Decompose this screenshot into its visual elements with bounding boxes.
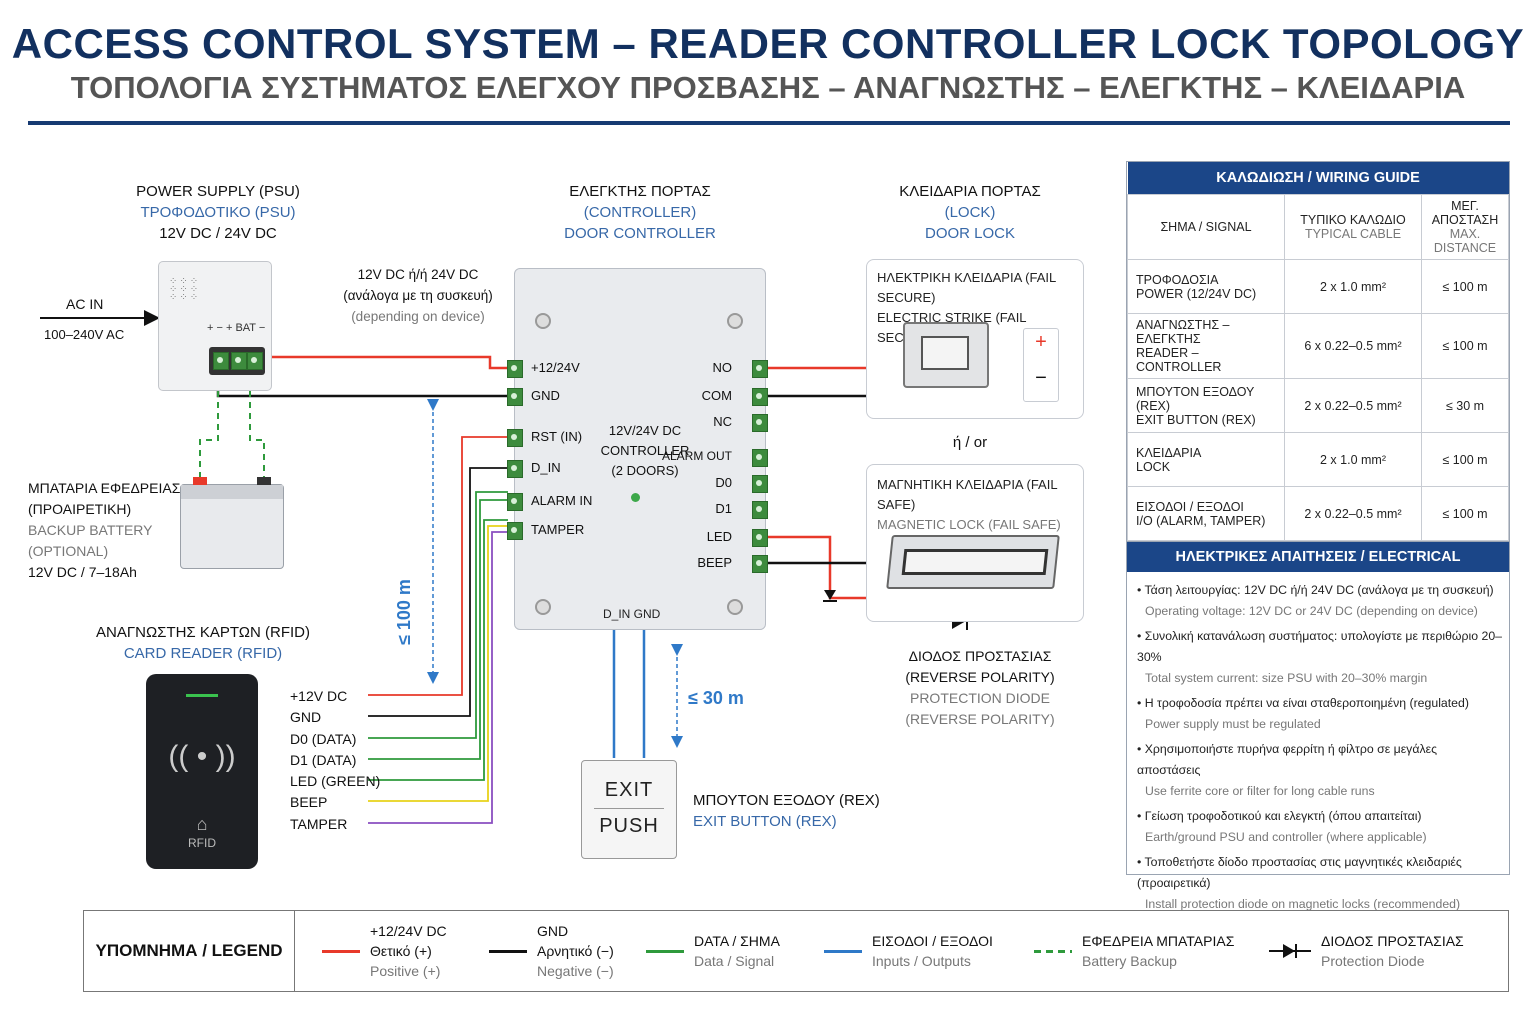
- electric-strike-icon: [903, 322, 989, 388]
- reader-led-icon: [186, 694, 218, 697]
- list-item: • Συνολική κατανάλωση συστήματος: υπολογ…: [1137, 629, 1503, 685]
- reader-wire-labels: +12V DC GND D0 (DATA) D1 (DATA) LED (GRE…: [290, 688, 381, 832]
- list-item: • Γείωση τροφοδοτικού και ελεγκτή (όπου …: [1137, 809, 1427, 844]
- exit-distance-label: ≤ 30 m: [688, 688, 744, 708]
- protection-diode-label: ΔΙΟΔΟΣ ΠΡΟΣΤΑΣΙΑΣ (REVERSE POLARITY) PRO…: [905, 648, 1055, 727]
- title-divider: [28, 121, 1510, 125]
- battery-label: ΜΠΑΤΑΡΙΑ ΕΦΕΔΡΕΙΑΣ (ΠΡΟΑΙΡΕΤΙΚΗ) BACKUP …: [28, 480, 181, 580]
- reader-distance-label: ≤ 100 m: [394, 579, 414, 645]
- battery-positive-terminal-icon: [193, 477, 207, 485]
- table-row: ΜΠΟΥΤΟΝ ΕΞΟΔΟΥ (REX)EXIT BUTTON (REX)2 x…: [1127, 378, 1509, 433]
- exit-button-label: ΜΠΟΥΤΟΝ ΕΞΟΔΟΥ (REX) EXIT BUTTON (REX): [693, 792, 880, 830]
- electric-strike-panel: ΗΛΕΚΤΡΙΚΗ ΚΛΕΙΔΑΡΙΑ (FAIL SECURE) ELECTR…: [866, 259, 1084, 419]
- power-positive-wire: [252, 355, 508, 370]
- list-item: • Τοποθετήστε δίοδο προστασίας στις μαγν…: [1137, 855, 1462, 911]
- battery-negative-terminal-icon: [257, 477, 271, 485]
- page-subtitle: ΤΟΠΟΛΟΓΙΑ ΣΥΣΤΗΜΑΤΟΣ ΕΛΕΓΧΟΥ ΠΡΟΣΒΑΣΗΣ –…: [70, 70, 1466, 105]
- magnetic-lock-icon: [886, 535, 1060, 589]
- power-supply-unit: ⁘⁘⁘⁘⁘⁘⁘⁘⁘ + − + BAT −: [158, 261, 272, 391]
- card-icon: ⌂: [196, 814, 208, 834]
- contactless-icon: (( • )): [168, 740, 236, 773]
- wiring-guide-title: ΚΑΛΩΔΙΩΣΗ / WIRING GUIDE: [1127, 162, 1509, 195]
- battery-wire-2: [249, 380, 265, 482]
- list-item: • Χρησιμοποιήστε πυρήνα φερρίτη ή φίλτρο…: [1137, 742, 1438, 798]
- battery-wire-1: [199, 380, 219, 482]
- door-controller: 12V/24V DC CONTROLLER (2 DOORS) D_IN GND: [514, 268, 766, 630]
- ac-in-label: AC IN: [66, 296, 104, 312]
- ac-range-label: 100–240V AC: [44, 327, 125, 342]
- backup-battery: [180, 477, 284, 569]
- requirements-title: ΗΛΕΚΤΡΙΚΕΣ ΑΠΑΙΤΗΣΕΙΣ / ELECTRICAL REQUI…: [1127, 542, 1509, 595]
- lock-heading: ΚΛΕΙΔΑΡΙΑ ΠΟΡΤΑΣ (LOCK) DOOR LOCK: [899, 183, 1041, 242]
- page-title: ACCESS CONTROL SYSTEM – READER CONTROLLE…: [11, 20, 1525, 67]
- magnetic-lock-panel: ΜΑΓΝΗΤΙΚΗ ΚΛΕΙΔΑΡΙΑ (FAIL SAFE) MAGNETIC…: [866, 464, 1084, 622]
- wiring-guide-table: ΚΑΛΩΔΙΩΣΗ / WIRING GUIDE ΣΗΜΑ / SIGNAL Τ…: [1126, 161, 1510, 542]
- rfid-card-reader: (( • )) ⌂ RFID: [146, 674, 258, 869]
- list-item: • Η τροφοδοσία πρέπει να είναι σταθεροπο…: [1137, 696, 1469, 731]
- power-note: 12V DC ή/ή 24V DC (ανάλογα με τη συσκευή…: [343, 267, 493, 324]
- electrical-requirements-panel: ΗΛΕΚΤΡΙΚΕΣ ΑΠΑΙΤΗΣΕΙΣ / ELECTRICAL REQUI…: [1126, 541, 1510, 911]
- lock-or-label: ή / or: [952, 434, 988, 451]
- vent-icon: ⁘⁘⁘⁘⁘⁘⁘⁘⁘: [169, 276, 201, 303]
- controller-heading: ΕΛΕΓΚΤΗΣ ΠΟΡΤΑΣ (CONTROLLER) DOOR CONTRO…: [564, 183, 716, 242]
- diode-symbol-wire: [824, 590, 836, 600]
- bottom-terminal-labels: D_IN GND: [603, 607, 661, 621]
- list-item: • Τάση λειτουργίας: 12V DC ή/ή 24V DC (α…: [1137, 583, 1494, 618]
- psu-heading: POWER SUPPLY (PSU) ΤΡΟΦΟΔΟΤΙΚΟ (PSU) 12V…: [136, 183, 300, 242]
- strike-polarity-indicator: + −: [1023, 328, 1059, 402]
- diode-icon: [1269, 944, 1311, 958]
- psu-terminal-label: + − + BAT −: [207, 322, 266, 334]
- legend-title: ΥΠΟΜΝΗΜΑ / LEGEND: [84, 911, 295, 991]
- exit-push-button: EXIT PUSH: [581, 760, 677, 859]
- reader-heading: ΑΝΑΓΝΩΣΤΗΣ ΚΑΡΤΩΝ (RFID) CARD READER (RF…: [96, 624, 310, 662]
- psu-terminal-block: [209, 347, 265, 375]
- controller-center-label: 12V/24V DC CONTROLLER (2 DOORS): [600, 423, 690, 478]
- status-led-icon: [631, 493, 640, 502]
